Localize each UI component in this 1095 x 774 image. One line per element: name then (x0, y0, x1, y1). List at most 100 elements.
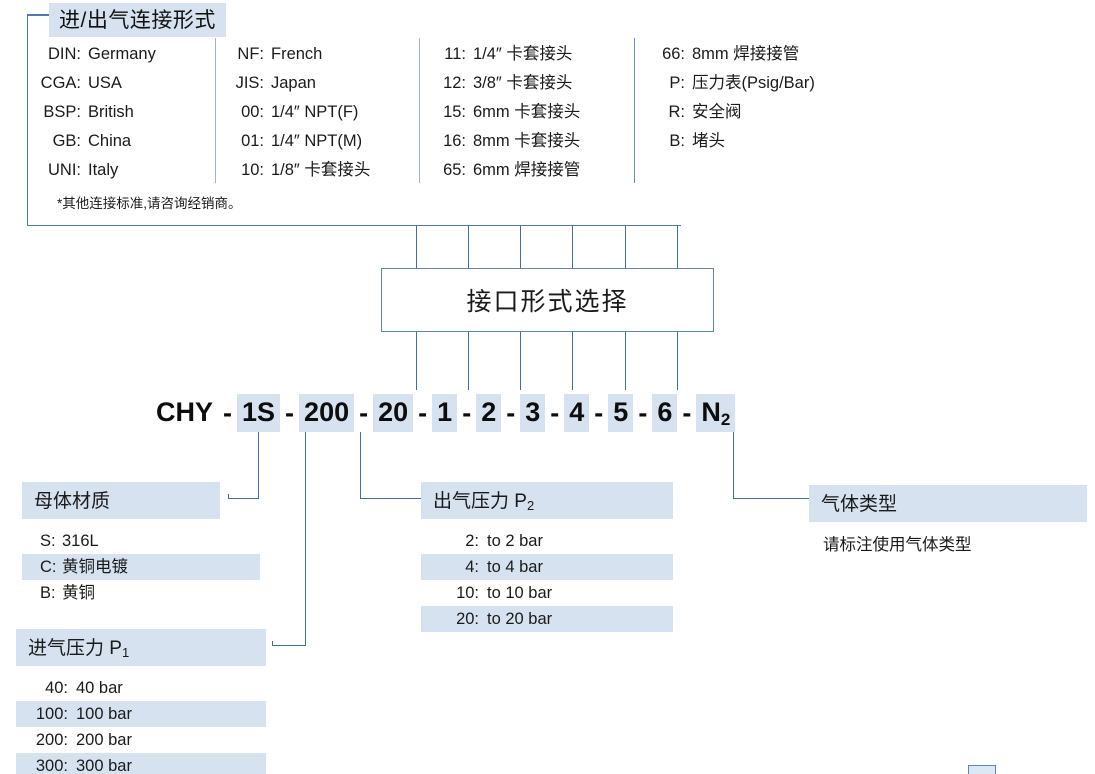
option-key: 16: (443, 132, 466, 150)
connector-tick-up-2 (468, 226, 469, 268)
option-key: P: (669, 74, 685, 92)
gas-symbol: N (701, 397, 721, 427)
legend-row[interactable]: C:黄铜电镀 (22, 554, 260, 580)
legend-row[interactable]: 4:to 4 bar (421, 554, 673, 580)
code-segment-inlet-pressure[interactable]: 200 (299, 394, 355, 432)
option-value: 堵头 (692, 132, 725, 150)
connector-tick-down-3 (520, 332, 521, 390)
page-corner-widget[interactable] (968, 765, 996, 774)
code-segment-port-3[interactable]: 3 (520, 394, 546, 432)
option-row[interactable]: P: 压力表(Psig/Bar) (659, 69, 864, 98)
legend-value: to 4 bar (487, 558, 543, 576)
code-segment-outlet-pressure[interactable]: 20 (373, 394, 414, 432)
option-value: 1/4″ 卡套接头 (473, 45, 573, 63)
option-row[interactable]: UNI:Italy (27, 156, 215, 185)
option-key: GB: (52, 132, 81, 150)
part-number-code: CHY - 1S - 200 - 20 - 1 - 2 - 3 - 4 - 5 … (151, 394, 736, 432)
code-segment-port-2[interactable]: 2 (476, 394, 502, 432)
legend-material-rows: S:316L C:黄铜电镀 B:黄铜 (22, 528, 260, 606)
option-row[interactable]: CGA: USA (27, 69, 215, 98)
option-value: 安全阀 (692, 103, 742, 121)
legend-row[interactable]: 200: 200 bar (16, 727, 266, 753)
code-segment-material[interactable]: 1S (237, 394, 281, 432)
legend-row[interactable]: S:316L (22, 528, 260, 554)
option-row[interactable]: 11:1/4″ 卡套接头 (442, 40, 634, 69)
option-value: 6mm 焊接接管 (473, 161, 581, 179)
option-key: 12: (443, 74, 466, 92)
option-row[interactable]: BSP:British (27, 98, 215, 127)
option-row[interactable]: 00:1/4″ NPT(F) (234, 98, 419, 127)
legend-value: 200 bar (76, 731, 132, 749)
legend-row[interactable]: 2:to 2 bar (421, 528, 673, 554)
option-value: USA (88, 74, 122, 92)
option-key: CGA: (40, 74, 81, 92)
connector-tick-up-3 (520, 226, 521, 268)
option-row[interactable]: 01: 1/4″ NPT(M) (234, 127, 419, 156)
code-segment-port-5[interactable]: 5 (608, 394, 634, 432)
option-value: French (271, 45, 323, 63)
option-key: 15: (443, 103, 466, 121)
legend-row[interactable]: 100:100 bar (16, 701, 266, 727)
option-value: 3/8″ 卡套接头 (473, 74, 573, 92)
code-segment-gas-type[interactable]: N2 (696, 394, 736, 432)
option-row[interactable]: DIN:Germany (27, 40, 215, 69)
legend-material: 母体材质 S:316L C:黄铜电镀 B:黄铜 (22, 482, 260, 606)
legend-title-text: 进气压力 P (28, 638, 122, 659)
code-segment-port-1[interactable]: 1 (432, 394, 458, 432)
legend-row[interactable]: 40:40 bar (16, 675, 266, 701)
option-row[interactable]: 12: 3/8″ 卡套接头 (442, 69, 634, 98)
option-row[interactable]: NF:French (234, 40, 419, 69)
option-key: R: (668, 103, 686, 121)
option-row[interactable]: GB: China (27, 127, 215, 156)
legend-outlet-pressure-rows: 2:to 2 bar 4:to 4 bar 10:to 10 bar 20:to… (421, 528, 673, 632)
connector-tick-up-5 (625, 226, 626, 268)
code-separator: - (359, 397, 369, 428)
option-key: 10: (241, 161, 264, 179)
option-value: China (88, 132, 132, 150)
legend-key: 200: (35, 731, 68, 749)
option-value: Japan (271, 74, 316, 92)
legend-value: to 20 bar (487, 610, 553, 628)
connector-tick-up-1 (416, 226, 417, 268)
code-segment-port-4[interactable]: 4 (564, 394, 590, 432)
legend-outlet-pressure: 出气压力 P2 2:to 2 bar 4:to 4 bar 10:to 10 b… (421, 482, 673, 632)
option-key: 01: (241, 132, 264, 150)
legend-row[interactable]: 10:to 10 bar (421, 580, 673, 606)
code-separator: - (550, 397, 560, 428)
option-row[interactable]: 16: 8mm 卡套接头 (442, 127, 634, 156)
code-segment-prefix[interactable]: CHY (156, 397, 214, 427)
legend-gas-type: 气体类型 请标注使用气体类型 (809, 485, 1087, 558)
connector-tick-up-6 (677, 226, 678, 268)
code-separator: - (462, 397, 472, 428)
leader-p2-vertical (360, 432, 361, 498)
code-separator: - (223, 397, 233, 428)
column-standards: DIN:Germany CGA: USA BSP:British GB: China… (27, 38, 215, 183)
option-row[interactable]: B:堵头 (659, 127, 864, 156)
connector-tick-down-1 (416, 332, 417, 390)
option-value: 8mm 卡套接头 (473, 132, 581, 150)
connection-form-panel (27, 14, 681, 226)
legend-row[interactable]: B:黄铜 (22, 580, 260, 606)
option-key: BSP: (43, 103, 81, 121)
option-row[interactable]: R: 安全阀 (659, 98, 864, 127)
option-row[interactable]: JIS:Japan (234, 69, 419, 98)
leader-material-stub (228, 494, 229, 499)
option-value: 6mm 卡套接头 (473, 103, 581, 121)
option-row[interactable]: 10:1/8″ 卡套接头 (234, 156, 419, 185)
column-threads: NF:French JIS:Japan 00:1/4″ NPT(F) 01: 1/… (215, 38, 419, 183)
legend-key: 100: (35, 705, 68, 723)
option-value: 压力表(Psig/Bar) (692, 74, 815, 92)
option-value: Germany (88, 45, 156, 63)
legend-row[interactable]: 20:to 20 bar (421, 606, 673, 632)
option-row[interactable]: 15: 6mm 卡套接头 (442, 98, 634, 127)
interface-selection-box: 接口形式选择 (381, 268, 714, 332)
option-value: 1/4″ NPT(M) (271, 132, 363, 150)
code-segment-port-6[interactable]: 6 (652, 394, 678, 432)
legend-row[interactable]: 300:300 bar (16, 753, 266, 774)
leader-material-horizontal (228, 498, 259, 499)
option-row[interactable]: 65:6mm 焊接接管 (442, 156, 634, 185)
option-row[interactable]: 66:8mm 焊接接管 (659, 40, 864, 69)
option-key: 66: (662, 45, 685, 63)
option-value: Italy (88, 161, 119, 179)
